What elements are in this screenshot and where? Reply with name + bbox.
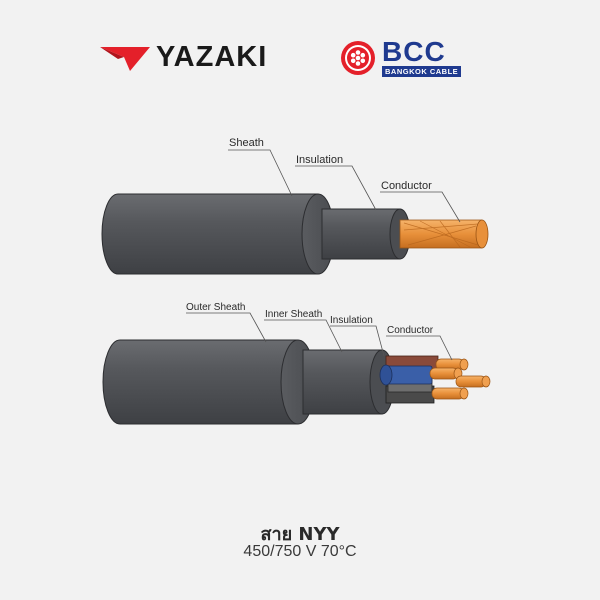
product-title: สาย NYY xyxy=(260,524,340,545)
insulated-cores xyxy=(379,355,439,404)
sheath-body xyxy=(101,193,319,275)
label-inner-sheath: Inner Sheath xyxy=(265,309,322,320)
multi-core-cable: Outer Sheath Inner Sheath Insulation Con… xyxy=(102,302,491,425)
logo-row: YAZAKI BCC BANGKOK CABLE xyxy=(0,38,600,78)
bcc-title: BCC xyxy=(382,36,446,67)
bcc-cable-icon xyxy=(341,41,375,75)
bcc-logo: BCC BANGKOK CABLE xyxy=(340,36,462,78)
label-insulation: Insulation xyxy=(296,154,343,166)
yazaki-mark-icon xyxy=(100,47,150,71)
insulation-body xyxy=(321,208,401,260)
yazaki-wordmark: YAZAKI xyxy=(156,40,268,73)
conductor-strands xyxy=(403,220,479,248)
multi-conductors xyxy=(429,358,491,400)
label-conductor: Conductor xyxy=(381,180,432,192)
label-insulation-bottom: Insulation xyxy=(330,315,373,326)
label-outer-sheath: Outer Sheath xyxy=(186,302,245,313)
outer-sheath-body xyxy=(102,339,299,425)
bcc-wordmark: BCC BANGKOK CABLE xyxy=(382,36,462,77)
yazaki-logo: YAZAKI xyxy=(100,40,267,74)
single-core-cable: Sheath Insulation Conductor xyxy=(101,137,489,275)
product-spec: 450/750 V 70°C xyxy=(243,543,357,560)
bcc-subtitle: BANGKOK CABLE xyxy=(382,66,462,77)
label-conductor-bottom: Conductor xyxy=(387,325,434,336)
conductor-end xyxy=(475,219,489,249)
label-sheath: Sheath xyxy=(229,137,264,149)
